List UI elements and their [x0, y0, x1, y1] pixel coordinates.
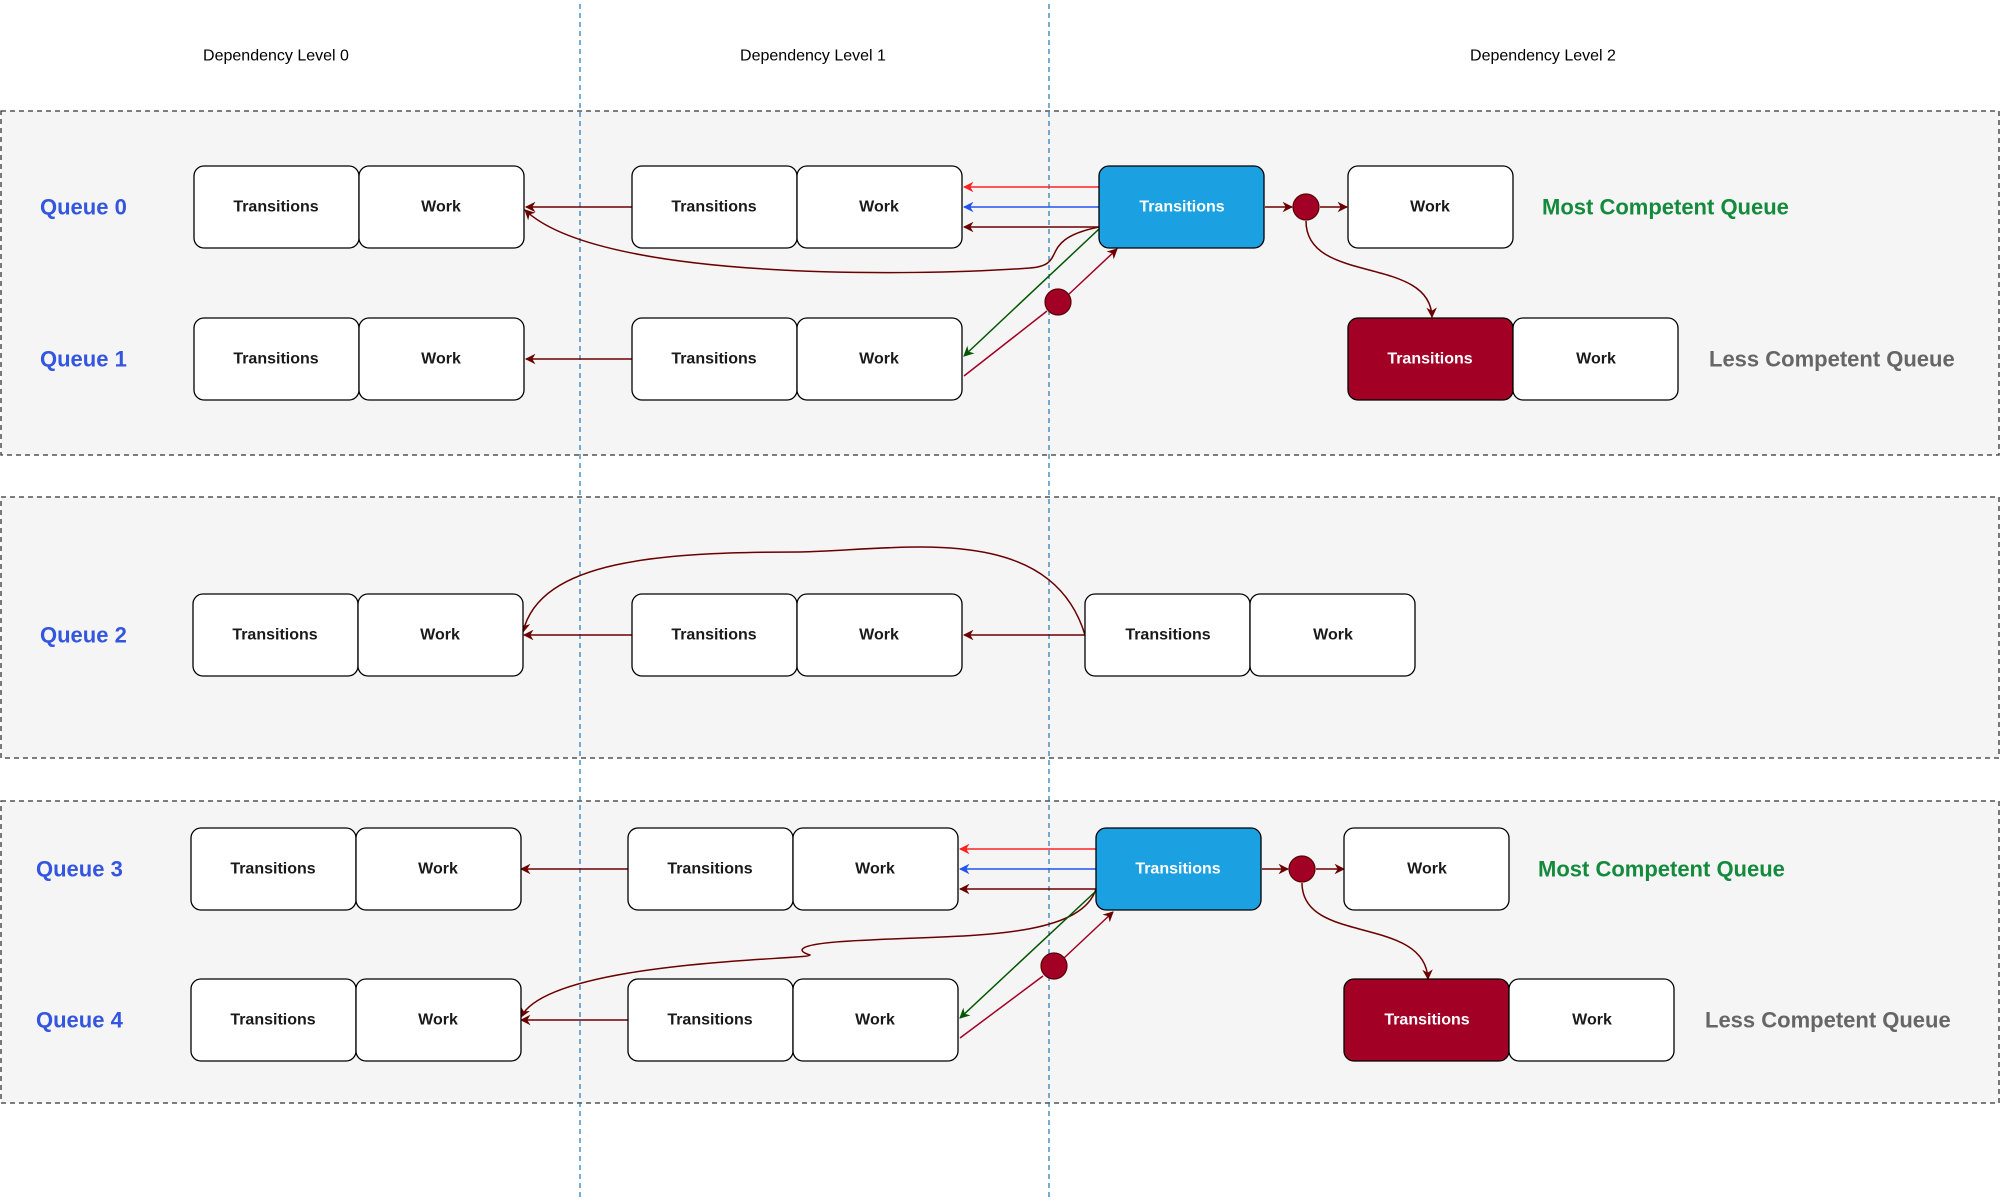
- less-competent-label-bottom: Less Competent Queue: [1705, 1008, 1951, 1033]
- svg-text:Work: Work: [421, 351, 461, 368]
- svg-text:Transitions: Transitions: [1125, 627, 1210, 644]
- q0-l2-transitions-blue: Transitions: [1098, 165, 1265, 249]
- svg-text:Work: Work: [859, 627, 899, 644]
- q3-l0-transitions: Transitions: [190, 827, 357, 911]
- q3-l0-work: Work: [355, 827, 522, 911]
- junction-q3-split: [1288, 855, 1316, 883]
- arrow-q3-curve-to-q4-l0: [520, 888, 1097, 1018]
- svg-text:Transitions: Transitions: [233, 199, 318, 216]
- svg-text:Work: Work: [1410, 199, 1450, 216]
- group-queues-0-1: [0, 110, 2000, 456]
- less-competent-label-top: Less Competent Queue: [1709, 347, 1955, 372]
- junction-q1-join: [1044, 288, 1072, 316]
- arrow-q2-curve-to-l0: [520, 546, 1086, 636]
- arrow-junction-to-red-bottom: [1301, 882, 1433, 981]
- q0-l0-transitions: Transitions: [193, 165, 360, 249]
- arrow-q1-to-junction: [963, 310, 1048, 377]
- level-1-label: Dependency Level 1: [740, 48, 886, 65]
- svg-text:Transitions: Transitions: [671, 199, 756, 216]
- svg-text:Work: Work: [418, 861, 458, 878]
- q2-l1-work: Work: [796, 593, 963, 677]
- svg-text:Work: Work: [855, 1012, 895, 1029]
- q2-l1-transitions: Transitions: [631, 593, 798, 677]
- svg-text:Work: Work: [420, 627, 460, 644]
- q4-l2-transitions-red: Transitions: [1343, 978, 1510, 1062]
- q3-l2-work: Work: [1343, 827, 1510, 911]
- svg-text:Work: Work: [1313, 627, 1353, 644]
- q4-l1-work: Work: [792, 978, 959, 1062]
- q1-l1-work: Work: [796, 317, 963, 401]
- svg-text:Transitions: Transitions: [232, 627, 317, 644]
- queue-1-label: Queue 1: [40, 347, 127, 372]
- svg-text:Transitions: Transitions: [667, 1012, 752, 1029]
- junction-q0-split: [1292, 193, 1320, 221]
- q1-l2-work: Work: [1512, 317, 1679, 401]
- q2-l0-transitions: Transitions: [192, 593, 359, 677]
- arrow-junction-to-red-top: [1305, 220, 1437, 319]
- svg-text:Transitions: Transitions: [1139, 199, 1224, 216]
- junction-q4-join: [1040, 952, 1068, 980]
- svg-text:Transitions: Transitions: [1384, 1012, 1469, 1029]
- svg-text:Work: Work: [1576, 351, 1616, 368]
- svg-text:Transitions: Transitions: [671, 627, 756, 644]
- svg-text:Transitions: Transitions: [233, 351, 318, 368]
- q0-l1-work: Work: [796, 165, 963, 249]
- q3-l2-transitions-blue: Transitions: [1095, 827, 1262, 911]
- q1-l0-work: Work: [358, 317, 525, 401]
- level-0-label: Dependency Level 0: [203, 48, 349, 65]
- svg-text:Work: Work: [1407, 861, 1447, 878]
- q1-l0-transitions: Transitions: [193, 317, 360, 401]
- svg-text:Transitions: Transitions: [667, 861, 752, 878]
- arrow-q4-to-junction: [959, 975, 1044, 1039]
- q2-l2-transitions: Transitions: [1084, 593, 1251, 677]
- q4-l0-work: Work: [355, 978, 522, 1062]
- svg-text:Work: Work: [855, 861, 895, 878]
- most-competent-label-bottom: Most Competent Queue: [1538, 857, 1785, 882]
- most-competent-label-top: Most Competent Queue: [1542, 195, 1789, 220]
- svg-text:Work: Work: [418, 1012, 458, 1029]
- arrow-q0-green-to-q1: [963, 228, 1100, 357]
- q4-l2-work: Work: [1508, 978, 1675, 1062]
- q0-l0-work: Work: [358, 165, 525, 249]
- level-2-label: Dependency Level 2: [1470, 48, 1616, 65]
- svg-text:Transitions: Transitions: [671, 351, 756, 368]
- q0-l2-work: Work: [1347, 165, 1514, 249]
- svg-text:Work: Work: [859, 199, 899, 216]
- svg-text:Transitions: Transitions: [1135, 861, 1220, 878]
- svg-text:Transitions: Transitions: [230, 1012, 315, 1029]
- q1-l2-transitions-red: Transitions: [1347, 317, 1514, 401]
- queue-3-label: Queue 3: [36, 857, 123, 882]
- q4-l0-transitions: Transitions: [190, 978, 357, 1062]
- svg-text:Transitions: Transitions: [230, 861, 315, 878]
- svg-text:Work: Work: [1572, 1012, 1612, 1029]
- q4-l1-transitions: Transitions: [627, 978, 794, 1062]
- svg-text:Transitions: Transitions: [1387, 351, 1472, 368]
- queue-4-label: Queue 4: [36, 1008, 124, 1033]
- q1-l1-transitions: Transitions: [631, 317, 798, 401]
- q2-l0-work: Work: [357, 593, 524, 677]
- q3-l1-transitions: Transitions: [627, 827, 794, 911]
- svg-text:Work: Work: [421, 199, 461, 216]
- arrow-q3-green-to-q4: [959, 890, 1097, 1019]
- svg-text:Work: Work: [859, 351, 899, 368]
- q0-l1-transitions: Transitions: [631, 165, 798, 249]
- arrow-junction-to-blue-bottom: [1063, 911, 1114, 959]
- queue-2-label: Queue 2: [40, 623, 127, 648]
- q3-l1-work: Work: [792, 827, 959, 911]
- arrow-junction-to-blue-top: [1067, 248, 1118, 296]
- queue-0-label: Queue 0: [40, 195, 127, 220]
- arrow-q0-curve-to-l0: [524, 209, 1100, 274]
- q2-l2-work: Work: [1249, 593, 1416, 677]
